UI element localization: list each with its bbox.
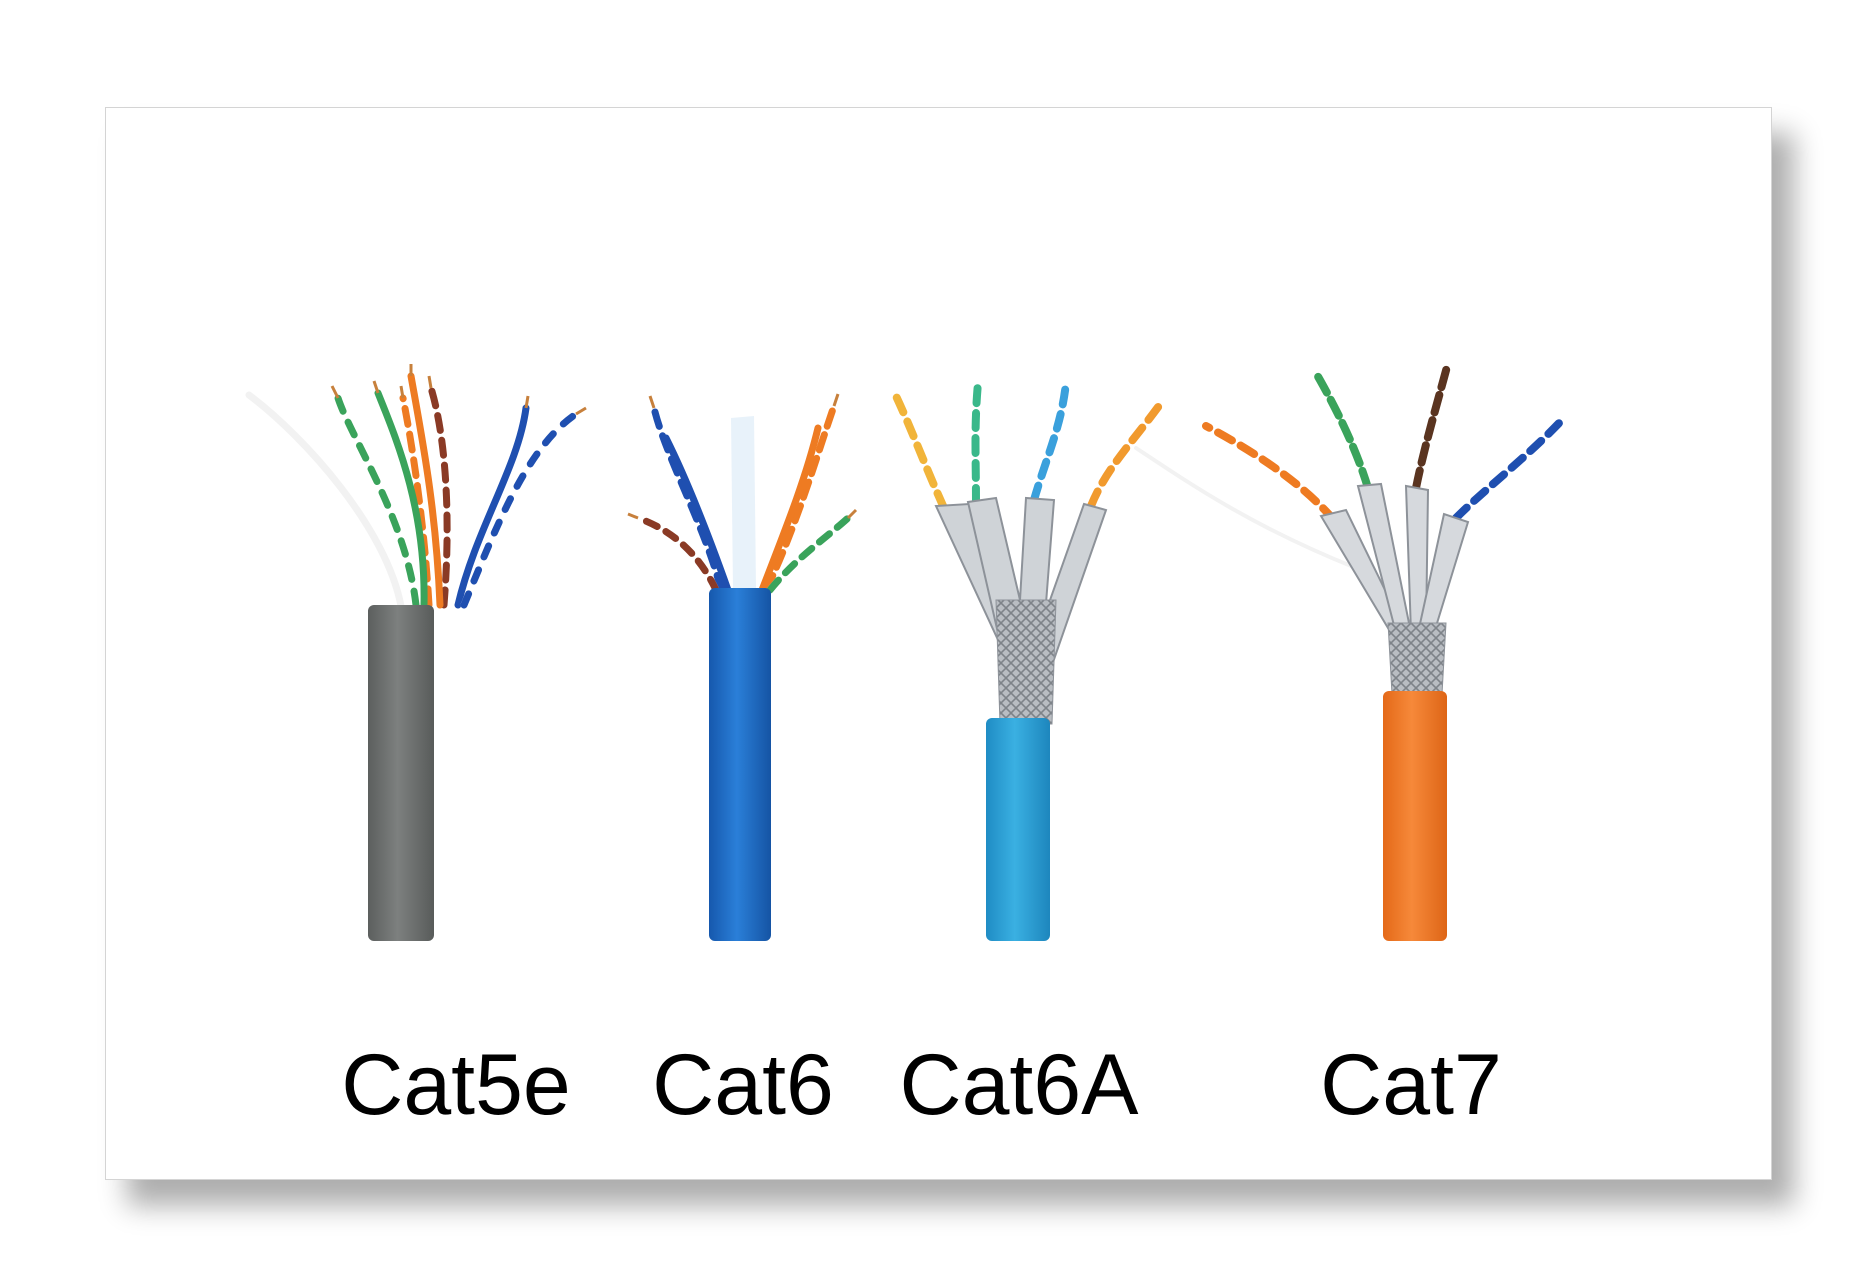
cable-photo [245,359,1566,941]
label-cat5e: Cat5e [341,1037,571,1133]
label-cat6a: Cat6A [899,1037,1139,1133]
label-cat6: Cat6 [652,1037,834,1133]
label-cat7: Cat7 [1320,1037,1502,1133]
image-card: Cat5e Cat6 Cat6A Cat7 [105,107,1772,1180]
cat5e-cable [245,364,587,941]
cat6a-cable [892,379,1165,941]
cat6-cable [627,393,858,941]
cat7-cable [1134,359,1566,941]
